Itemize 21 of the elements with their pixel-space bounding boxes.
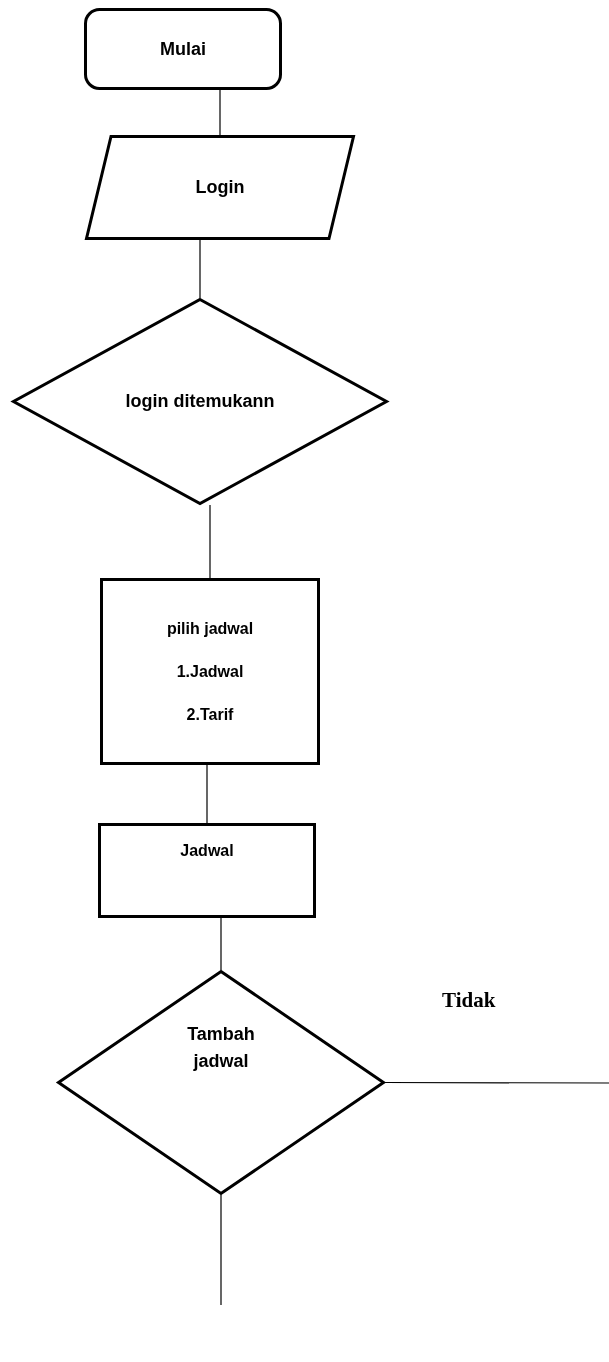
connector-line [199,239,201,299]
node-text: login ditemukann [125,390,275,414]
input-parallelogram [85,135,355,240]
connector-line [209,504,211,579]
decision-diamond [12,298,388,505]
decision-diamond [57,970,385,1195]
node-text: Mulai [160,37,206,61]
process-box [100,578,320,765]
process-box [98,823,316,918]
connector-line [206,764,208,824]
node-text: pilih jadwal [166,618,254,639]
connector-line [384,1081,609,1084]
node-text: 1.Jadwal [176,661,244,682]
terminator-box [84,8,282,90]
node-text: Login [195,176,245,200]
node-text: 2.Tarif [186,705,234,726]
connector-line [219,89,221,136]
node-text: Jadwal [180,841,234,861]
node-text: Tambah jadwal [186,1023,256,1073]
connector-line [220,1194,222,1306]
connector-line [220,917,222,971]
